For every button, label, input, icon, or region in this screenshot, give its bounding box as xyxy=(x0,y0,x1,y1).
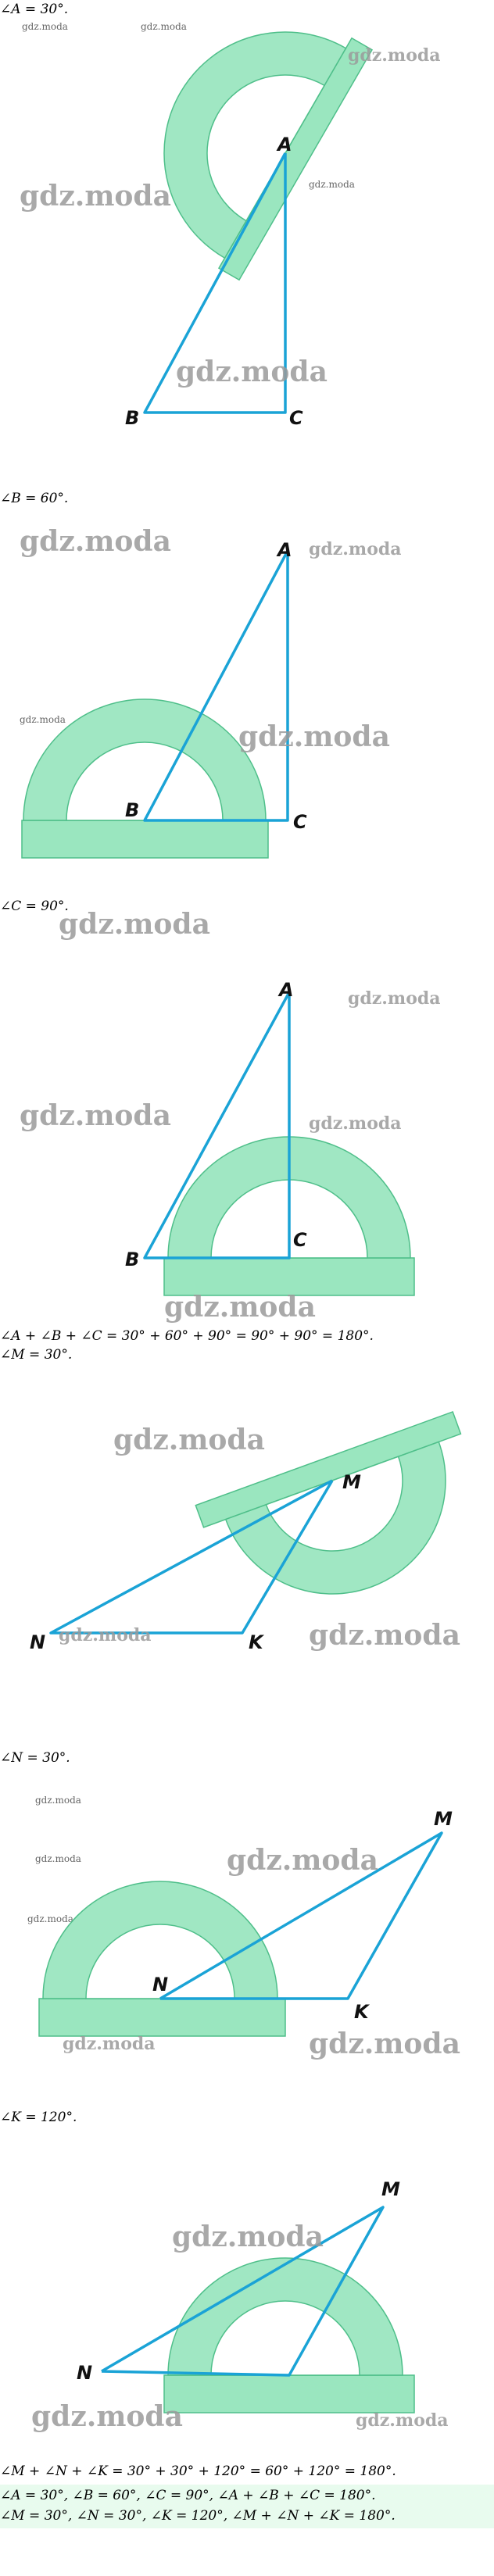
answer-line-1: ∠A = 30°, ∠B = 60°, ∠C = 90°, ∠A + ∠B + … xyxy=(0,2488,376,2503)
watermark: gdz.moda xyxy=(348,988,441,1009)
watermark: gdz.moda xyxy=(356,2410,449,2431)
watermark: gdz.moda xyxy=(20,714,66,725)
figure-angle-m: gdz.moda gdz.moda gdz.moda M N K xyxy=(0,1375,494,1703)
watermark: gdz.moda xyxy=(348,45,441,66)
angle-a-text: ∠A = 30°. xyxy=(0,2,69,17)
vertex-label-b: B xyxy=(125,799,139,821)
vertex-label-b: B xyxy=(125,1249,139,1270)
sum-mnk-text: ∠M + ∠N + ∠K = 30° + 30° + 120° = 60° + … xyxy=(0,2463,396,2479)
protractor xyxy=(195,1410,462,1595)
watermark: gdz.moda xyxy=(59,1625,152,1645)
protractor xyxy=(163,31,374,281)
vertex-label-c: C xyxy=(289,407,303,429)
vertex-label-a: A xyxy=(277,979,294,1001)
protractor xyxy=(21,698,269,859)
vertex-label-k: K xyxy=(249,1631,265,1653)
protractor xyxy=(38,1881,286,2037)
watermark: gdz.moda xyxy=(141,21,187,32)
watermark: gdz.moda xyxy=(309,1113,402,1134)
vertex-label-m: M xyxy=(342,1471,361,1493)
vertex-label-k: K xyxy=(354,2001,370,2023)
protractor xyxy=(163,2257,415,2413)
watermark: gdz.moda xyxy=(227,1844,378,1877)
watermark: gdz.moda xyxy=(309,539,402,559)
figure-angle-c: gdz.moda gdz.moda gdz.moda gdz.moda gdz.… xyxy=(0,899,494,1328)
watermark: gdz.moda xyxy=(309,179,355,190)
watermark: gdz.moda xyxy=(309,2028,460,2060)
answer-block: ∠A = 30°, ∠B = 60°, ∠C = 90°, ∠A + ∠B + … xyxy=(0,2485,494,2528)
angle-b-text: ∠B = 60°. xyxy=(0,491,69,506)
triangle-abc xyxy=(143,152,287,414)
triangle-mnk xyxy=(49,1479,334,1635)
watermark: gdz.moda xyxy=(309,1619,460,1652)
angle-c-text: ∠C = 90°. xyxy=(0,899,69,914)
watermark: gdz.moda xyxy=(164,1291,316,1324)
answer-line-2: ∠M = 30°, ∠N = 30°, ∠K = 120°, ∠M + ∠N +… xyxy=(0,2508,396,2524)
watermark: gdz.moda xyxy=(176,355,328,388)
angle-n-text: ∠N = 30°. xyxy=(0,1750,70,1766)
figure-angle-k: gdz.moda gdz.moda gdz.moda M N xyxy=(0,2133,494,2446)
vertex-label-b: B xyxy=(125,407,139,429)
watermark: gdz.moda xyxy=(20,180,171,213)
watermark: gdz.moda xyxy=(31,2400,183,2433)
watermark: gdz.moda xyxy=(27,1913,73,1924)
figure-angle-b: gdz.moda gdz.moda gdz.moda gdz.moda A B … xyxy=(0,508,494,875)
triangle-mnk xyxy=(159,1831,443,2000)
angle-k-text: ∠K = 120°. xyxy=(0,2110,77,2125)
triangle-abc xyxy=(143,550,289,822)
watermark: gdz.moda xyxy=(63,2034,156,2054)
sum-abc-text: ∠A + ∠B + ∠C = 30° + 60° + 90° = 90° + 9… xyxy=(0,1328,374,1344)
watermark: gdz.moda xyxy=(35,1795,81,1806)
watermark: gdz.moda xyxy=(22,21,68,32)
vertex-label-n: N xyxy=(30,1631,45,1653)
figure-angle-a: gdz.moda gdz.moda gdz.moda gdz.moda gdz.… xyxy=(0,14,494,452)
watermark: gdz.moda xyxy=(35,1853,81,1864)
vertex-label-a: A xyxy=(276,539,292,561)
vertex-label-m: M xyxy=(381,2178,400,2200)
watermark: gdz.moda xyxy=(59,908,210,941)
triangle-abc xyxy=(143,991,291,1259)
watermark: gdz.moda xyxy=(20,1099,171,1132)
triangle-mnk xyxy=(101,2206,385,2377)
watermark: gdz.moda xyxy=(172,2221,324,2253)
watermark: gdz.moda xyxy=(113,1424,265,1456)
vertex-label-c: C xyxy=(293,1229,307,1251)
vertex-label-n: N xyxy=(77,2362,92,2384)
angle-m-text: ∠M = 30°. xyxy=(0,1347,73,1363)
watermark: gdz.moda xyxy=(20,525,171,558)
vertex-label-a: A xyxy=(276,134,292,155)
figure-angle-n: gdz.moda gdz.moda gdz.moda gdz.moda gdz.… xyxy=(0,1772,494,2061)
watermark: gdz.moda xyxy=(238,720,390,753)
vertex-label-c: C xyxy=(293,811,307,833)
vertex-label-n: N xyxy=(152,1974,168,1995)
vertex-label-m: M xyxy=(434,1808,453,1830)
